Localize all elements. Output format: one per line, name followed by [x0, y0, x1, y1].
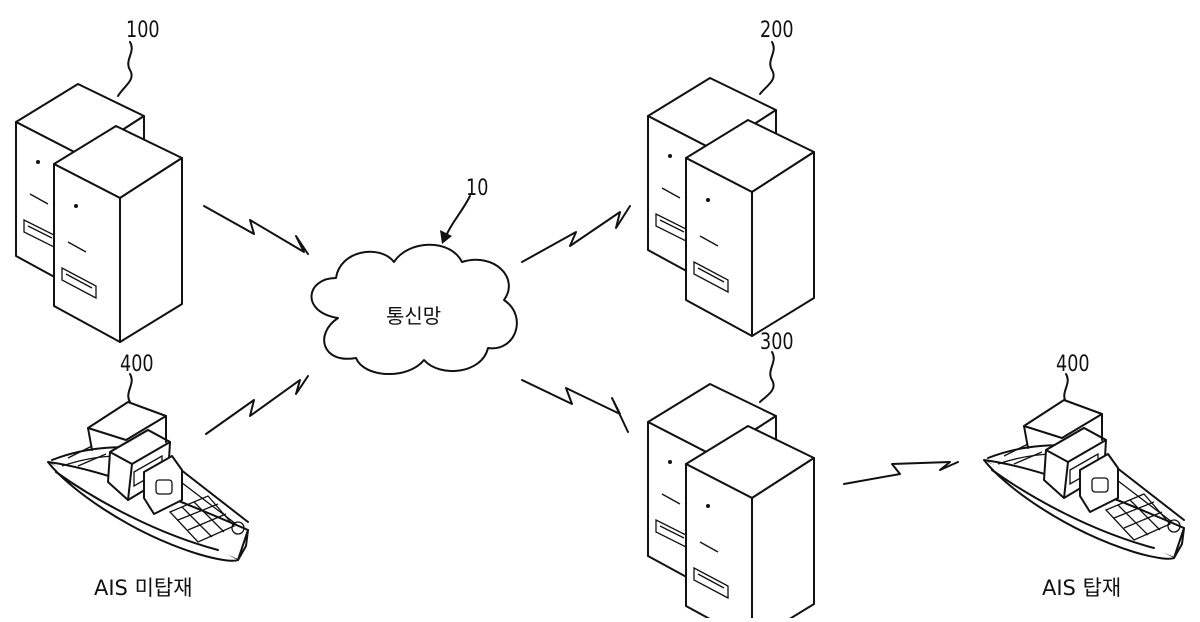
server-300-icon	[648, 384, 814, 618]
link-300-icon	[522, 380, 628, 432]
server-100-icon	[16, 84, 182, 342]
label-100: 100	[126, 18, 160, 43]
link-ship-right-icon	[844, 462, 958, 484]
link-200-icon	[522, 206, 630, 262]
arrow-head-icon	[440, 230, 452, 244]
label-200: 200	[760, 18, 794, 43]
server-200-icon	[648, 78, 814, 336]
caption-no-ais: AIS 미탑재	[94, 572, 193, 602]
network-ref-arrow	[446, 196, 470, 236]
leader-200	[760, 42, 774, 94]
label-400-right: 400	[1056, 352, 1090, 377]
link-ship-left-icon	[206, 376, 308, 434]
label-300: 300	[760, 330, 794, 355]
ship-ais-icon	[984, 400, 1184, 559]
label-10: 10	[466, 176, 488, 201]
link-100-icon	[204, 206, 308, 254]
leader-300	[760, 352, 774, 402]
leader-100	[118, 42, 132, 96]
network-label: 통신망	[386, 300, 441, 329]
caption-ais: AIS 탑재	[1042, 572, 1121, 602]
label-400-left: 400	[120, 352, 154, 377]
